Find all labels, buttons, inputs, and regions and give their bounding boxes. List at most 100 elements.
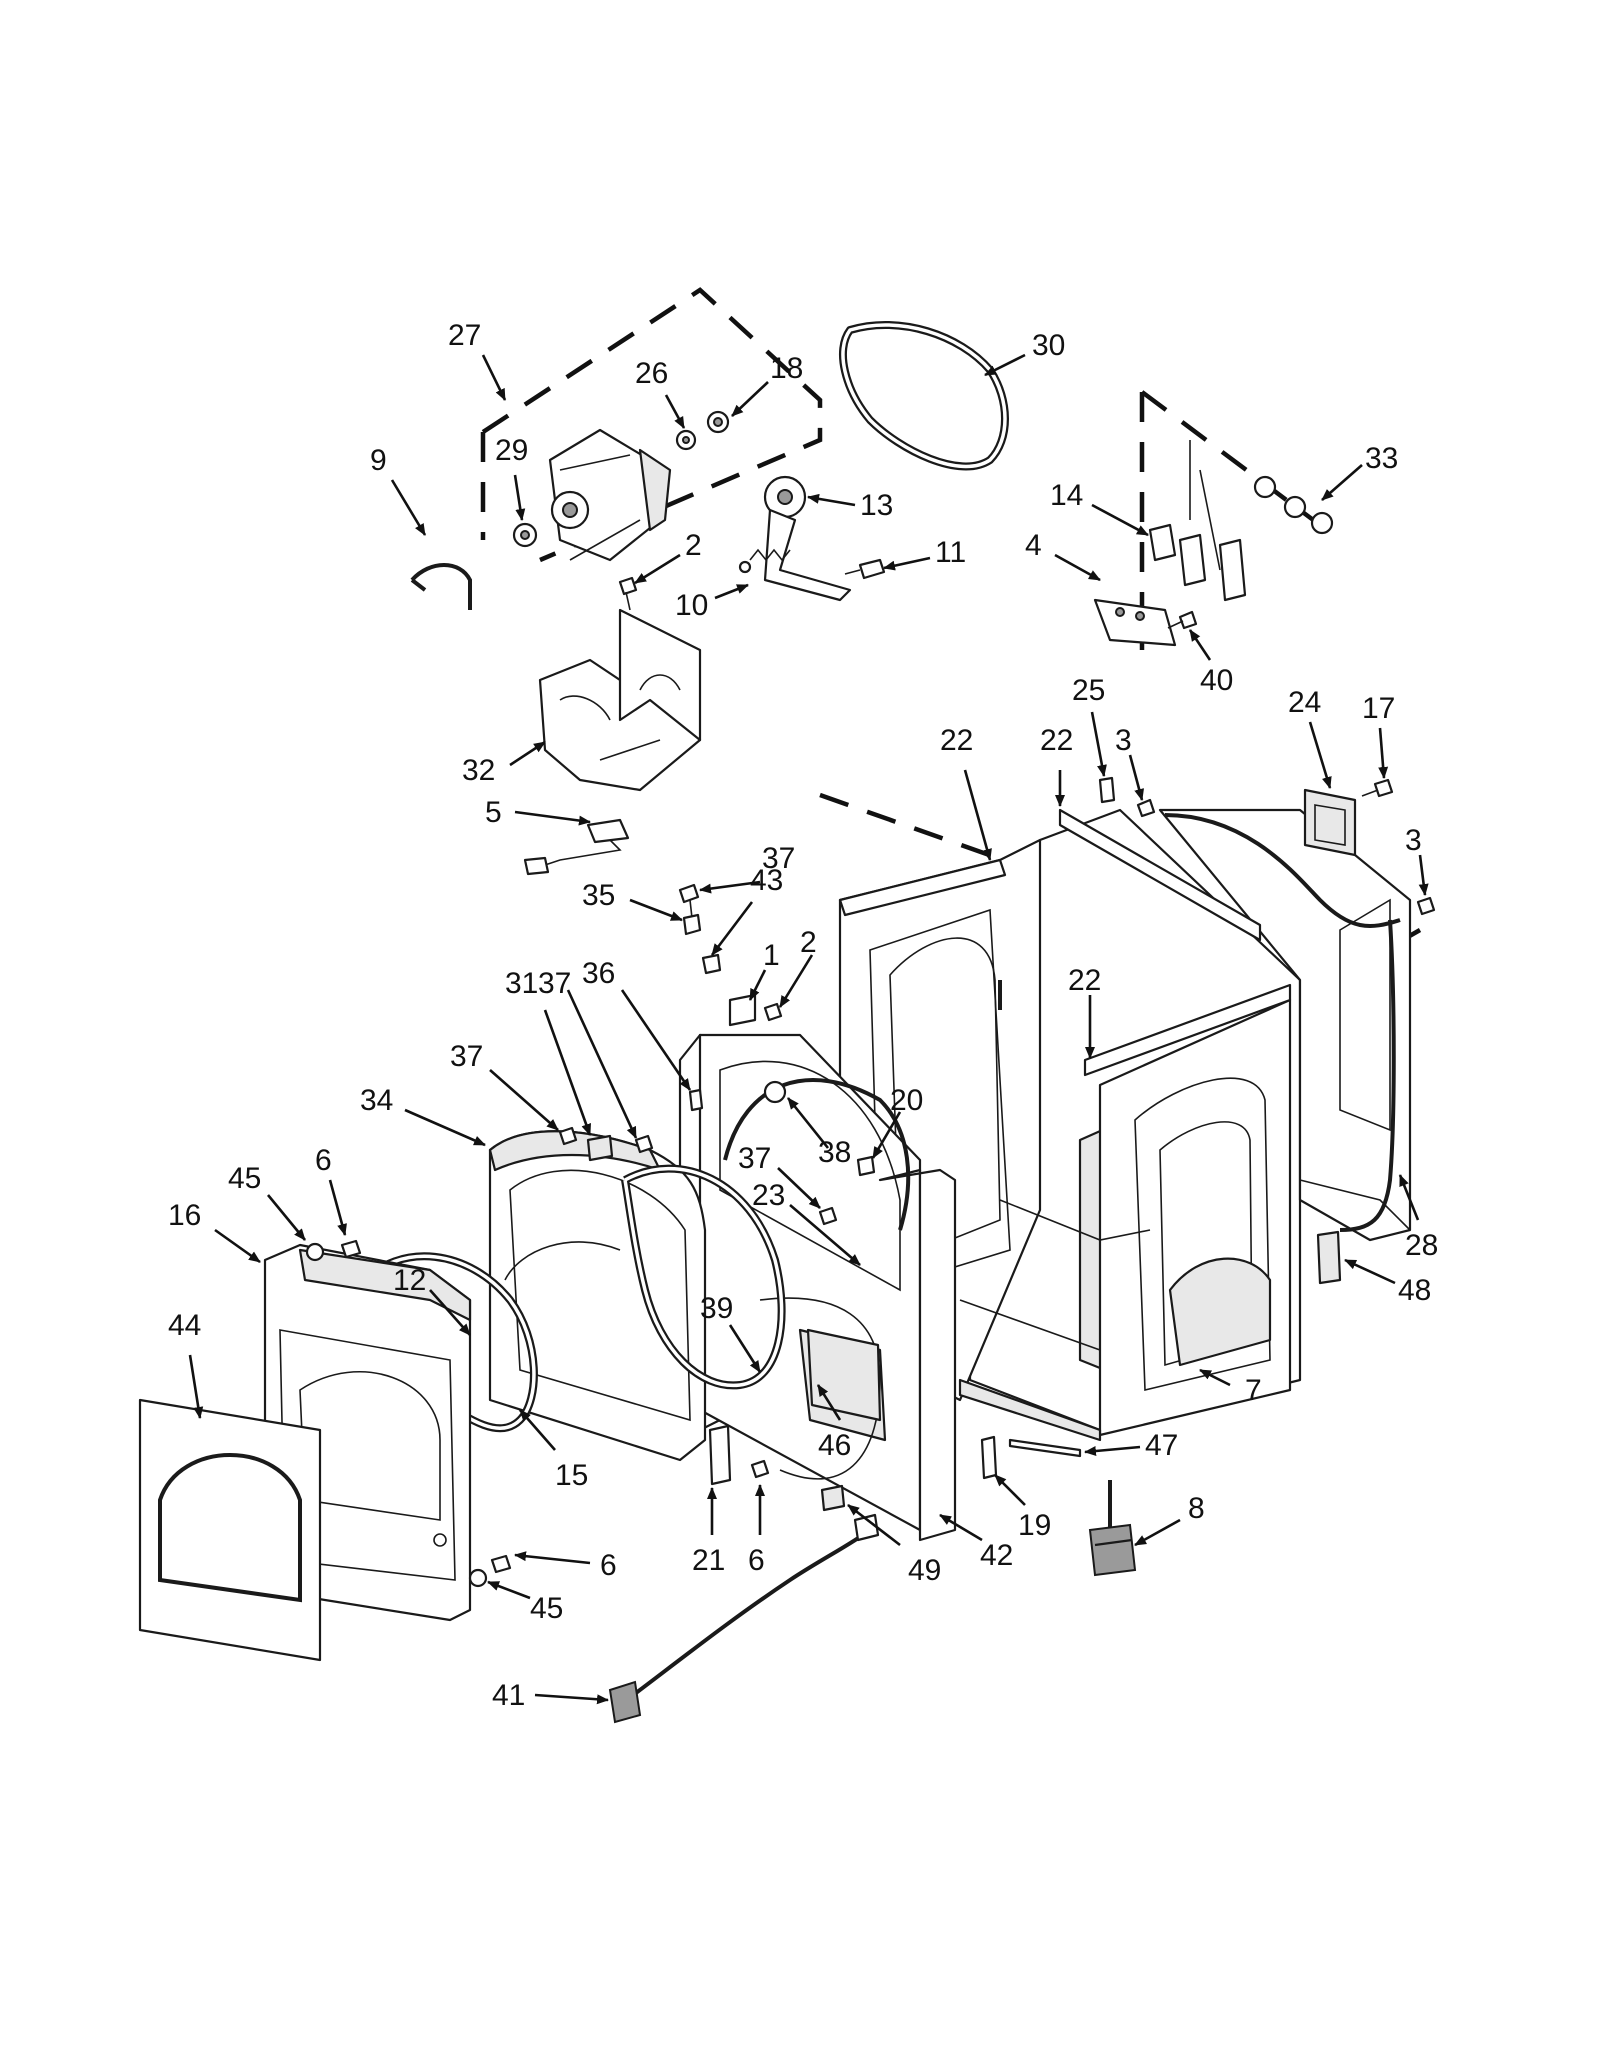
callout-3: 3 <box>1405 824 1422 857</box>
callout-28: 28 <box>1405 1229 1438 1262</box>
callout-1: 1 <box>763 939 780 972</box>
filter-part-46[interactable] <box>806 1328 882 1422</box>
drum-belt-part-30[interactable] <box>839 320 1009 471</box>
callout-22: 22 <box>940 724 973 757</box>
callout-48: 48 <box>1398 1274 1431 1307</box>
screw-part-2a[interactable] <box>618 576 638 611</box>
front-seal-part-23[interactable] <box>723 1078 911 1231</box>
callout-37: 37 <box>538 967 571 1000</box>
callout-37: 37 <box>738 1142 771 1175</box>
motor-pulley-part-29[interactable] <box>512 522 538 548</box>
callout-18: 18 <box>770 352 803 385</box>
foot-part-8[interactable] <box>1088 1480 1137 1577</box>
callout-2: 2 <box>800 926 817 959</box>
callout-37: 37 <box>762 842 795 875</box>
screw-part-40[interactable] <box>1167 610 1198 630</box>
door-glass-part-44[interactable] <box>138 1398 322 1662</box>
screw-part-3b[interactable] <box>1416 896 1436 916</box>
callout-11: 11 <box>935 536 966 569</box>
harness-part-5[interactable] <box>523 818 630 876</box>
callout-24: 24 <box>1288 686 1321 719</box>
callout-6: 6 <box>748 1544 765 1577</box>
idler-spring-part-10[interactable] <box>738 548 791 574</box>
callout-44: 44 <box>168 1309 201 1342</box>
lint-screen-part-24[interactable] <box>1303 788 1357 857</box>
callout-6: 6 <box>600 1549 617 1582</box>
callout-43: 43 <box>750 864 783 897</box>
nut-part-45a[interactable] <box>305 1242 325 1262</box>
nut-part-45b[interactable] <box>468 1568 488 1588</box>
screw-part-37a[interactable] <box>678 883 700 919</box>
callout-17: 17 <box>1362 692 1395 725</box>
sensor-part-36[interactable] <box>688 1088 704 1112</box>
callout-3: 3 <box>1115 724 1132 757</box>
thermostat-part-33[interactable] <box>1189 440 1334 571</box>
switch-part-31[interactable] <box>586 1134 614 1162</box>
callout-39: 39 <box>700 1292 733 1325</box>
switch-part-14[interactable] <box>1148 523 1247 602</box>
module-part-48[interactable] <box>1316 1230 1342 1285</box>
bracket-part-1[interactable] <box>728 993 757 1027</box>
motor-bushing-part-18[interactable] <box>706 410 730 434</box>
callout-46: 46 <box>818 1429 851 1462</box>
drum-seal-part-39[interactable] <box>621 1164 786 1390</box>
motor-mount-part-32[interactable] <box>538 608 702 792</box>
callout-21: 21 <box>692 1544 725 1577</box>
idler-pulley-part-13[interactable] <box>763 475 852 602</box>
screw-part-11[interactable] <box>844 558 886 580</box>
strip-part-47[interactable] <box>1008 1438 1082 1458</box>
clip-part-25[interactable] <box>1098 776 1116 804</box>
callout-29: 29 <box>495 434 528 467</box>
bracket-part-19[interactable] <box>980 1435 998 1480</box>
motor-bushing-part-26[interactable] <box>675 429 697 451</box>
callout-16: 16 <box>168 1199 201 1232</box>
screw-part-6c[interactable] <box>750 1459 770 1479</box>
screw-part-2b[interactable] <box>763 1002 783 1022</box>
rear-panel-part-28[interactable] <box>1158 808 1412 1242</box>
callout-22: 22 <box>1068 964 1101 997</box>
callout-15: 15 <box>555 1459 588 1492</box>
callout-5: 5 <box>485 796 502 829</box>
screw-part-3a[interactable] <box>1136 798 1156 818</box>
callout-35: 35 <box>582 879 615 912</box>
motor-part-27[interactable] <box>548 428 672 562</box>
motor-clamp-part-9[interactable] <box>410 563 472 610</box>
power-cord-part-41[interactable] <box>608 1513 880 1724</box>
callout-6: 6 <box>315 1144 332 1177</box>
callout-49: 49 <box>908 1554 941 1587</box>
door-ring-part-12[interactable] <box>357 1252 538 1433</box>
screw-part-17[interactable] <box>1361 778 1394 798</box>
screw-part-37b[interactable] <box>558 1126 578 1146</box>
bracket-part-21[interactable] <box>708 1424 732 1486</box>
screw-part-6b[interactable] <box>490 1554 512 1574</box>
callout-45: 45 <box>530 1592 563 1625</box>
callout-19: 19 <box>1018 1509 1051 1542</box>
latch-part-43[interactable] <box>701 953 722 975</box>
callouts: 1 2 2 3 3 4 5 6 6 6 7 8 9 10 11 12 13 14… <box>168 319 1438 1712</box>
callout-20: 20 <box>890 1084 923 1117</box>
callout-10: 10 <box>675 589 708 622</box>
callout-22: 22 <box>1040 724 1073 757</box>
drum-front-part-34[interactable] <box>488 1130 707 1462</box>
callout-45: 45 <box>228 1162 261 1195</box>
callout-34: 34 <box>360 1084 393 1117</box>
callout-41: 41 <box>492 1679 525 1712</box>
callout-23: 23 <box>752 1179 785 1212</box>
callout-13: 13 <box>860 489 893 522</box>
screw-part-37d[interactable] <box>818 1206 838 1226</box>
callout-12: 12 <box>393 1264 426 1297</box>
bracket-part-4[interactable] <box>1093 598 1177 647</box>
callout-38: 38 <box>818 1136 851 1169</box>
screw-part-37c[interactable] <box>634 1134 654 1154</box>
brace-part-22[interactable] <box>838 808 1292 1077</box>
bracket-part-35[interactable] <box>682 913 702 936</box>
bracket-part-20[interactable] <box>856 1155 876 1177</box>
bushing-part-38[interactable] <box>763 1080 787 1104</box>
callout-4: 4 <box>1025 529 1042 562</box>
callout-47: 47 <box>1145 1429 1178 1462</box>
screw-part-6a[interactable] <box>340 1239 362 1259</box>
callout-37: 37 <box>450 1040 483 1073</box>
callout-32: 32 <box>462 754 495 787</box>
component-part-49[interactable] <box>820 1484 846 1512</box>
